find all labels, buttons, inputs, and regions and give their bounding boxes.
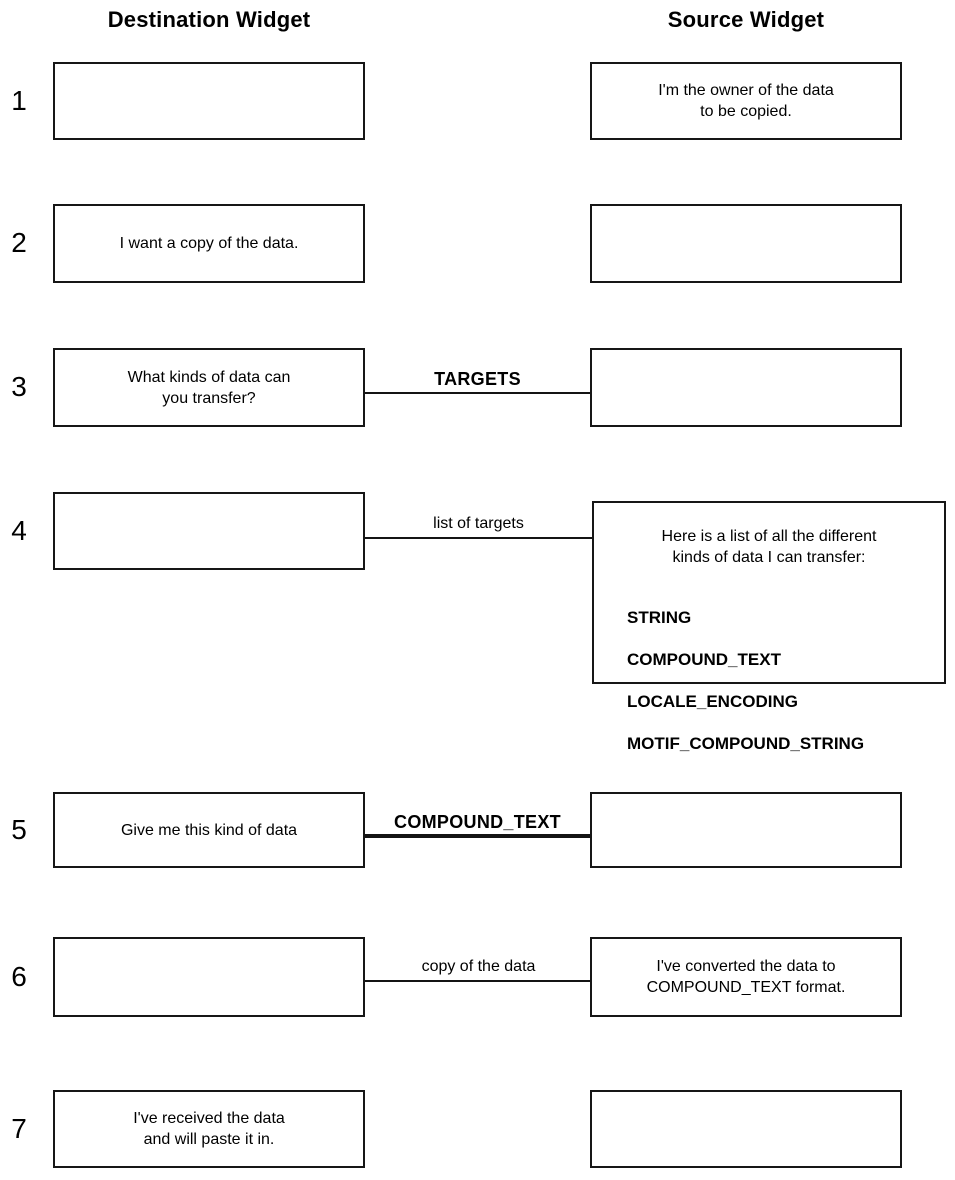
step-number-7: 7 [11, 1113, 27, 1144]
step-number-2: 2 [11, 227, 27, 258]
step-number-6: 6 [11, 961, 27, 992]
connector-label-compound-text: COMPOUND_TEXT [394, 812, 561, 832]
source-box-3 [590, 348, 902, 427]
connector-line-copy-of-data [365, 980, 592, 982]
step-number-4: 4 [11, 515, 27, 546]
destination-box-1 [53, 62, 365, 140]
transfer-list-intro: Here is a list of all the different kind… [661, 528, 877, 566]
source-box-6: I've converted the data to COMPOUND_TEXT… [590, 937, 902, 1017]
connector-line-list-of-targets [365, 537, 592, 539]
destination-box-3: What kinds of data can you transfer? [53, 348, 365, 427]
connector-label-list-of-targets: list of targets [433, 515, 524, 532]
source-box-4: Here is a list of all the different kind… [592, 501, 946, 753]
column-header-destination: Destination Widget [107, 7, 311, 32]
destination-box-4 [53, 492, 365, 570]
destination-box-2: I want a copy of the data. [53, 204, 365, 283]
column-header-source: Source Widget [667, 7, 825, 32]
destination-box-5: Give me this kind of data [53, 792, 365, 868]
step-number-1: 1 [11, 85, 27, 116]
step-number-3: 3 [11, 371, 27, 402]
connector-label-copy-of-data: copy of the data [421, 958, 536, 975]
connector-line-compound-text [365, 834, 590, 838]
source-box-7 [590, 1090, 902, 1168]
destination-box-6 [53, 937, 365, 1017]
transfer-format-item: COMPOUND_TEXT [627, 650, 781, 669]
transfer-format-item: STRING [627, 608, 692, 627]
transfer-format-item: MOTIF_COMPOUND_STRING [627, 734, 865, 753]
connector-line-targets [365, 392, 590, 394]
connector-label-targets: TARGETS [434, 369, 521, 389]
transfer-format-item: LOCALE_ENCODING [627, 692, 798, 711]
transfer-format-list: STRING COMPOUND_TEXT LOCALE_ENCODING MOT… [594, 586, 944, 775]
source-box-1: I'm the owner of the data to be copied. [590, 62, 902, 140]
source-box-5 [590, 792, 902, 868]
destination-box-7: I've received the data and will paste it… [53, 1090, 365, 1168]
source-box-2 [590, 204, 902, 283]
step-number-5: 5 [11, 814, 27, 845]
